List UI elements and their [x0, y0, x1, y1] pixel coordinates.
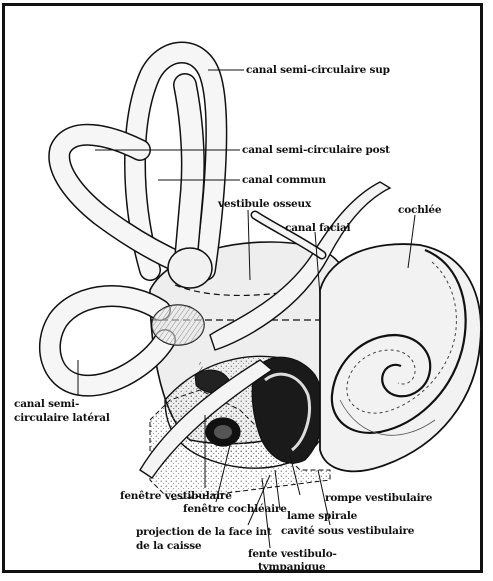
- label-projection-line2: de la caisse: [136, 540, 201, 552]
- label-canal-facial: canal facial: [285, 222, 350, 234]
- label-canal-semi-circulaire-lateral-2: circulaire latéral: [14, 412, 110, 424]
- label-vestibule-osseux: vestibule osseux: [218, 198, 311, 210]
- label-canal-commun: canal commun: [242, 174, 326, 186]
- label-rampe-vestibulaire: rompe vestibulaire: [325, 492, 432, 504]
- label-fenetre-vestibulaire: fenêtre vestibulaire: [120, 490, 232, 502]
- label-canal-semi-circulaire-post: canal semi-circulaire post: [242, 144, 390, 156]
- label-cochlee: cochlée: [398, 204, 441, 216]
- label-cavite-sous-vestibulaire: cavité sous vestibulaire: [281, 525, 414, 537]
- label-fenetre-cochleaire: fenêtre cochléaire: [183, 503, 287, 515]
- label-fente-vestibulo-line1: fente vestibulo-: [248, 548, 337, 560]
- label-fente-vestibulo-line2: tympanique: [258, 561, 326, 573]
- label-lame-spirale: lame spirale: [287, 510, 357, 522]
- label-canal-semi-circulaire-lateral-1: canal semi-: [14, 398, 79, 410]
- label-canal-semi-circulaire-sup: canal semi-circulaire sup: [246, 64, 390, 76]
- label-projection-line1: projection de la face int: [136, 526, 272, 538]
